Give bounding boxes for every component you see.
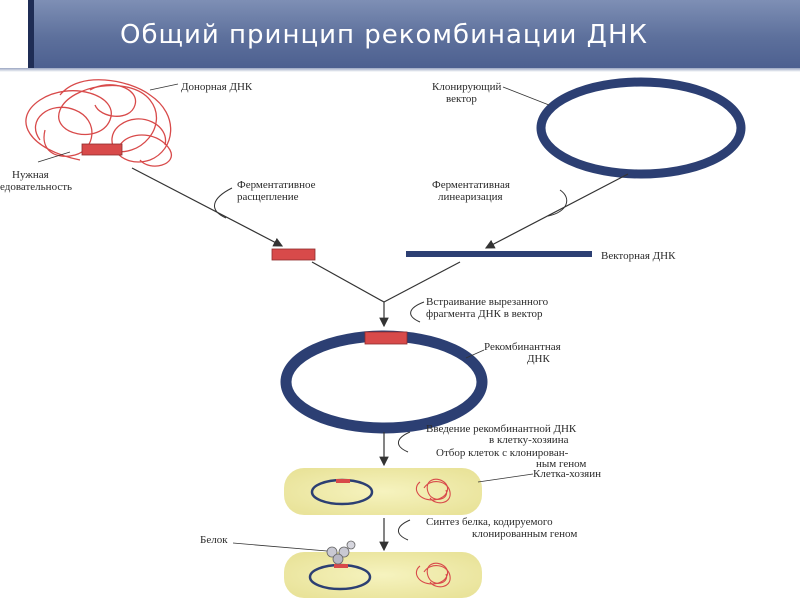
excised-fragment (271, 248, 316, 261)
donor-dna-pointer (149, 83, 179, 91)
label-selection-1: Отбор клеток с клонирован- (436, 447, 569, 459)
label-vector-dna: Векторная ДНК (601, 250, 676, 262)
label-cloning-vector-2: вектор (446, 93, 477, 105)
converge-right-line (383, 261, 461, 303)
label-enzymatic-cleavage-2: расщепление (237, 191, 299, 203)
host-cell-pointer (477, 473, 534, 483)
cloning-vector-ring (536, 77, 746, 179)
host-cell-chromosome (415, 478, 451, 504)
header-corner-accent (28, 0, 34, 68)
arrow-vector-to-linear (484, 173, 629, 249)
host-cell-expressing-chromosome (415, 562, 451, 588)
enzymatic-linearization-brace (547, 189, 568, 217)
slide-header-shadow (0, 68, 800, 72)
host-cell-plasmid-insert (336, 479, 350, 483)
label-recombinant-dna-2: ДНК (527, 353, 550, 365)
label-selection-2: ным геном (536, 458, 586, 470)
recombinant-dna-ring (280, 330, 488, 434)
label-enzymatic-cleavage-1: Ферментативное (237, 179, 316, 191)
label-enzymatic-linearization-2: линеаризация (438, 191, 503, 203)
header-corner (0, 0, 32, 68)
label-insertion-2: фрагмента ДНК в вектор (426, 308, 543, 320)
label-insertion-1: Встраивание вырезанного (426, 296, 549, 308)
needed-seq-pointer (37, 151, 71, 163)
host-cell-expressing-insert (334, 564, 348, 568)
protein-pointer (232, 542, 328, 552)
slide-header (0, 0, 800, 68)
slide-title: Общий принцип рекомбинации ДНК (120, 20, 648, 50)
target-gene-segment (81, 143, 123, 156)
introduction-brace (398, 431, 411, 453)
protein-molecules (326, 540, 356, 565)
label-host-cell: Клетка-хозяин (533, 468, 601, 480)
label-recombinant-dna-1: Рекомбинантная (484, 341, 561, 353)
label-cloning-vector-1: Клонирующий (432, 81, 502, 93)
recombinant-pointer (465, 349, 485, 359)
host-cell-expressing (284, 552, 482, 598)
label-needed-seq-2: едовательность (0, 181, 72, 193)
donor-dna-tangle (25, 79, 173, 167)
label-protein-synthesis-2: клонированным геном (472, 528, 577, 540)
insertion-brace (410, 301, 425, 323)
host-cell (284, 468, 482, 515)
cloning-vector-pointer (502, 86, 550, 106)
linear-vector-dna (406, 251, 592, 257)
label-protein: Белок (200, 534, 228, 546)
protein-synthesis-brace (398, 519, 411, 541)
label-enzymatic-linearization-1: Ферментативная (432, 179, 510, 191)
enzymatic-cleavage-brace (214, 187, 233, 219)
label-donor-dna: Донорная ДНК (181, 81, 253, 93)
converge-left-line (311, 261, 385, 303)
label-introduction-1: Введение рекомбинантной ДНК (426, 423, 577, 435)
label-needed-seq-1: Нужная (12, 169, 49, 181)
label-protein-synthesis-1: Синтез белка, кодируемого (426, 516, 553, 528)
recombinant-insert (364, 331, 408, 345)
label-introduction-2: в клетку-хозяина (489, 434, 569, 446)
arrow-donor-to-fragment (131, 167, 284, 247)
